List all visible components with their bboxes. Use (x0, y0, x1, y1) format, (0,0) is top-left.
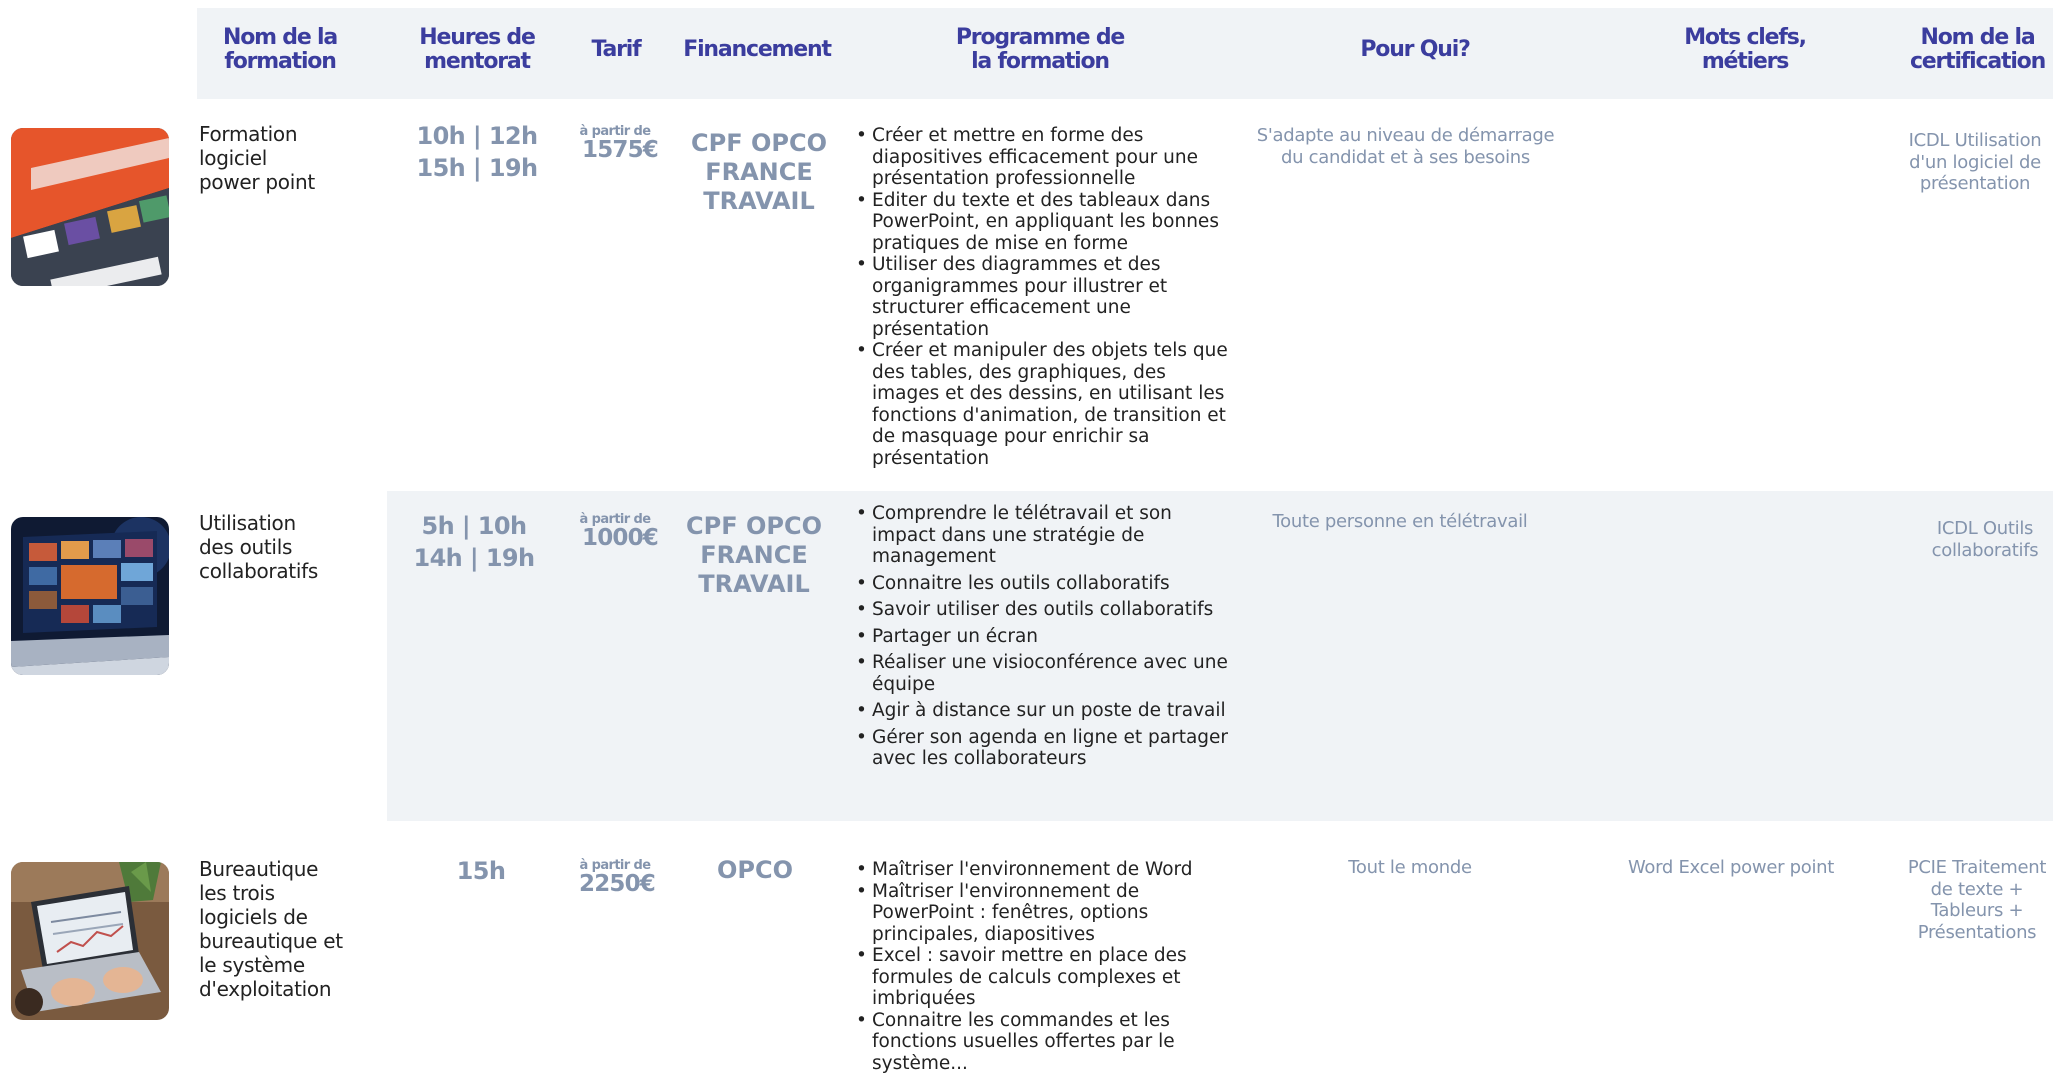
row-pour-qui: Tout le monde (1260, 857, 1560, 879)
row-name: Utilisation des outils collaboratifs (199, 511, 318, 583)
row-certification: ICDL Utilisation d'un logiciel de présen… (1895, 130, 2053, 195)
financement-line: CPF OPCO (679, 512, 829, 541)
financement-line: OPCO (680, 856, 830, 885)
row-financement: CPF OPCO FRANCE TRAVAIL (679, 512, 829, 599)
list-item: Partager un écran (854, 626, 1234, 648)
list-item: Connaitre les outils collaboratifs (854, 573, 1234, 595)
row-pour-qui: S'adapte au niveau de démarrage du candi… (1248, 125, 1563, 168)
header-financement: Financement (672, 38, 842, 62)
row-pour-qui: Toute personne en télétravail (1250, 511, 1550, 533)
list-item: Maîtriser l'environnement de PowerPoint … (854, 881, 1234, 946)
hours-line: 10h | 12h (407, 120, 547, 152)
header-pour-qui: Pour Qui? (1330, 38, 1500, 62)
row-financement: CPF OPCO FRANCE TRAVAIL (684, 129, 834, 216)
header-programme: Programme de la formation (930, 26, 1150, 74)
tarif-value: 1575€ (565, 137, 675, 163)
header-mots-clefs: Mots clefs, métiers (1660, 26, 1830, 74)
row-mots-clefs: Word Excel power point (1600, 857, 1862, 879)
header-heures-mentorat: Heures de mentorat (402, 26, 552, 74)
tarif-value: 1000€ (565, 525, 675, 551)
list-item: Réaliser une visioconférence avec une éq… (854, 652, 1234, 695)
row-programme-list: Comprendre le télétravail et son impact … (854, 503, 1234, 775)
financement-line: TRAVAIL (684, 187, 834, 216)
list-item: Utiliser des diagrammes et des organigra… (854, 254, 1234, 340)
list-item: Gérer son agenda en ligne et partager av… (854, 727, 1234, 770)
list-item: Créer et mettre en forme des diapositive… (854, 125, 1234, 190)
list-item: Savoir utiliser des outils collaboratifs (854, 599, 1234, 621)
row-certification: ICDL Outils collaboratifs (1905, 518, 2053, 561)
hours-line: 15h | 19h (407, 152, 547, 184)
row-thumbnail-collaboratif (11, 517, 169, 675)
row-programme-list: Créer et mettre en forme des diapositive… (854, 125, 1234, 469)
row-certification: PCIE Traitement de texte + Tableurs + Pr… (1897, 857, 2053, 943)
list-item: Editer du texte et des tableaux dans Pow… (854, 190, 1234, 255)
list-item: Comprendre le télétravail et son impact … (854, 503, 1234, 568)
financement-line: FRANCE (679, 541, 829, 570)
hours-line: 14h | 19h (404, 542, 544, 574)
list-item: Créer et manipuler des objets tels que d… (854, 340, 1234, 469)
row-programme-list: Maîtriser l'environnement de Word Maîtri… (854, 859, 1234, 1074)
row-hours: 10h | 12h 15h | 19h (407, 120, 547, 184)
list-item: Excel : savoir mettre en place des formu… (854, 945, 1234, 1010)
list-item: Connaitre les commandes et les fonctions… (854, 1010, 1234, 1074)
header-certification: Nom de la certification (1890, 26, 2053, 74)
row-hours: 5h | 10h 14h | 19h (404, 510, 544, 574)
row-name: Formation logiciel power point (199, 122, 315, 194)
row-hours: 15h (411, 855, 551, 887)
row-name: Bureautique les trois logiciels de burea… (199, 857, 343, 1001)
header-tarif: Tarif (576, 38, 656, 62)
row-thumbnail-bureautique (11, 862, 169, 1020)
header-nom-formation: Nom de la formation (200, 26, 360, 74)
financement-line: FRANCE (684, 158, 834, 187)
financement-line: TRAVAIL (679, 570, 829, 599)
tarif-value: 2250€ (562, 871, 672, 897)
list-item: Agir à distance sur un poste de travail (854, 700, 1234, 722)
row-thumbnail-powerpoint (11, 128, 169, 286)
row-financement: OPCO (680, 856, 830, 885)
list-item: Maîtriser l'environnement de Word (854, 859, 1234, 881)
hours-line: 5h | 10h (404, 510, 544, 542)
hours-line: 15h (411, 855, 551, 887)
financement-line: CPF OPCO (684, 129, 834, 158)
